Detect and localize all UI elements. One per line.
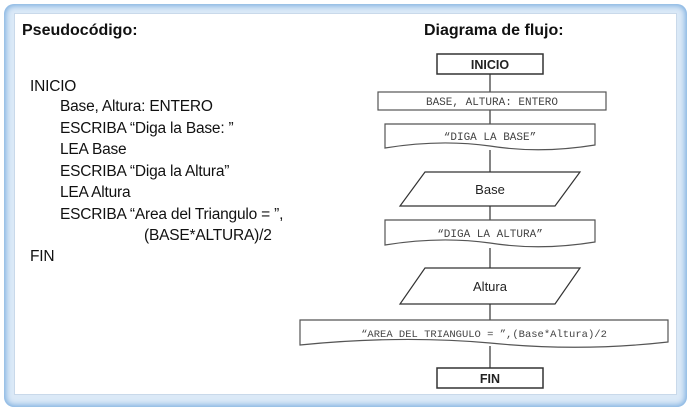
pseudocode-line-fin: FIN <box>30 248 55 265</box>
process-shape <box>377 91 607 111</box>
node-start: INICIO <box>436 53 544 75</box>
node-print-area-label: “AREA DEL TRIANGULO = ”,(Base*Altura)/2 <box>361 329 607 341</box>
node-read-base: Base <box>398 171 582 207</box>
node-print-area: “AREA DEL TRIANGULO = ”,(Base*Altura)/2 <box>299 319 669 348</box>
node-print-height: “DIGA LA ALTURA” <box>384 219 596 248</box>
display-shape <box>384 219 596 248</box>
pseudocode-line-declare: Base, Altura: ENTERO <box>60 98 213 115</box>
terminal-shape <box>436 367 544 389</box>
node-read-base-label: Base <box>475 182 505 197</box>
pseudocode-line-print-base: ESCRIBA “Diga la Base: ” <box>60 120 234 137</box>
display-shape <box>384 123 596 151</box>
node-declare: BASE, ALTURA: ENTERO <box>377 91 607 111</box>
pseudocode-line-print-area: ESCRIBA “Area del Triangulo = ”, <box>60 206 284 223</box>
node-declare-label: BASE, ALTURA: ENTERO <box>426 97 558 109</box>
pseudocode-line-area-formula: (BASE*ALTURA)/2 <box>144 227 272 244</box>
node-read-height-label: Altura <box>473 279 508 294</box>
node-print-base-label: “DIGA LA BASE” <box>444 132 536 144</box>
input-shape <box>398 171 582 207</box>
input-shape <box>398 267 582 305</box>
node-end-label: FIN <box>480 372 500 386</box>
node-start-label: INICIO <box>471 58 509 72</box>
pseudocode-line-print-height: ESCRIBA “Diga la Altura” <box>60 163 230 180</box>
node-read-height: Altura <box>398 267 582 305</box>
pseudocode-line-read-height: LEA Altura <box>60 184 131 201</box>
node-print-height-label: “DIGA LA ALTURA” <box>437 229 543 241</box>
node-print-base: “DIGA LA BASE” <box>384 123 596 151</box>
pseudocode-line-inicio: INICIO <box>30 78 77 95</box>
terminal-shape <box>436 53 544 75</box>
flowchart-heading: Diagrama de flujo: <box>424 22 564 39</box>
pseudocode-line-read-base: LEA Base <box>60 141 127 158</box>
pseudocode-heading: Pseudocódigo: <box>22 22 138 39</box>
node-end: FIN <box>436 367 544 389</box>
display-shape <box>299 319 669 348</box>
